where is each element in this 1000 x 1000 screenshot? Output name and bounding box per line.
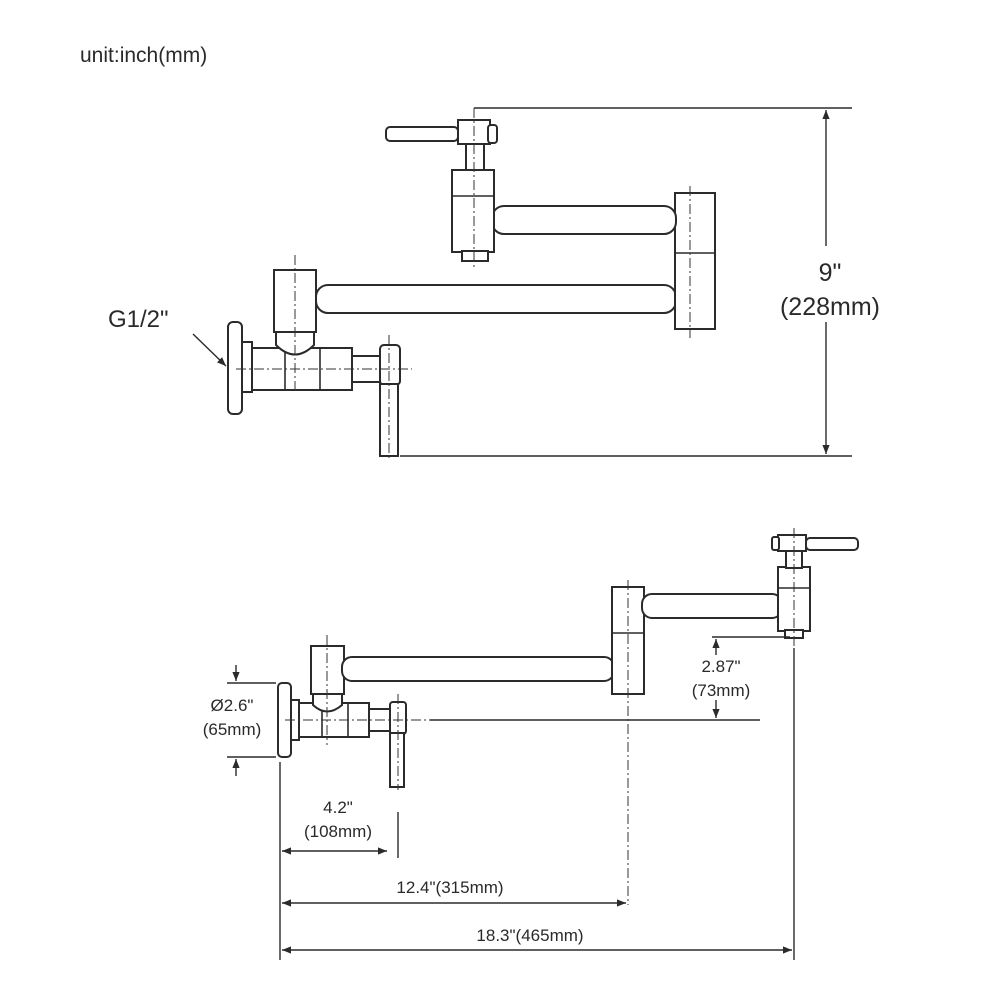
height-inch: 9" [818, 259, 842, 287]
top-spout-body [451, 169, 495, 253]
top-view-faucet [192, 108, 716, 460]
thread-size-label: G1/2" [108, 306, 169, 333]
top-spout-lever [385, 126, 459, 142]
handle-reach-inch: 4.2" [323, 798, 353, 817]
height-mm: (228mm) [779, 293, 880, 321]
bottom-upper-arm [641, 593, 783, 619]
spout-offset-mm: (73mm) [691, 681, 751, 700]
top-upper-arm [491, 205, 677, 235]
top-lower-arm [315, 284, 677, 314]
top-valve-handle-hub [379, 344, 401, 386]
top-spout-outlet [461, 250, 489, 262]
spout-offset-inch: 2.87" [701, 657, 741, 676]
flange-diameter-label: Ø2.6" (65mm) [187, 694, 277, 742]
flange-diameter-inch: Ø2.6" [210, 696, 254, 715]
handle-reach-mm: (108mm) [303, 822, 372, 841]
bottom-spout-cap [777, 534, 807, 552]
top-wall-flange [227, 321, 243, 415]
bottom-view-faucet [277, 528, 859, 960]
top-elbow-joint [674, 192, 716, 330]
height-dimension-label: 9" (228mm) [760, 256, 900, 324]
flange-diameter-mm: (65mm) [202, 720, 262, 739]
max-reach-label: 18.3"(465mm) [476, 926, 584, 945]
top-flange-neck [241, 341, 253, 393]
thread-leader [192, 333, 227, 367]
bottom-dimensions [227, 636, 792, 960]
bottom-spout-lever [805, 537, 859, 551]
height-dimension [400, 107, 852, 457]
bottom-lower-arm [341, 656, 615, 682]
unit-note: unit:inch(mm) [80, 44, 208, 67]
joint-reach-label: 12.4"(315mm) [396, 878, 504, 897]
spout-offset-label: 2.87" (73mm) [676, 655, 766, 703]
bottom-valve-handle [389, 732, 405, 788]
handle-reach-label: 4.2" (108mm) [288, 796, 388, 844]
